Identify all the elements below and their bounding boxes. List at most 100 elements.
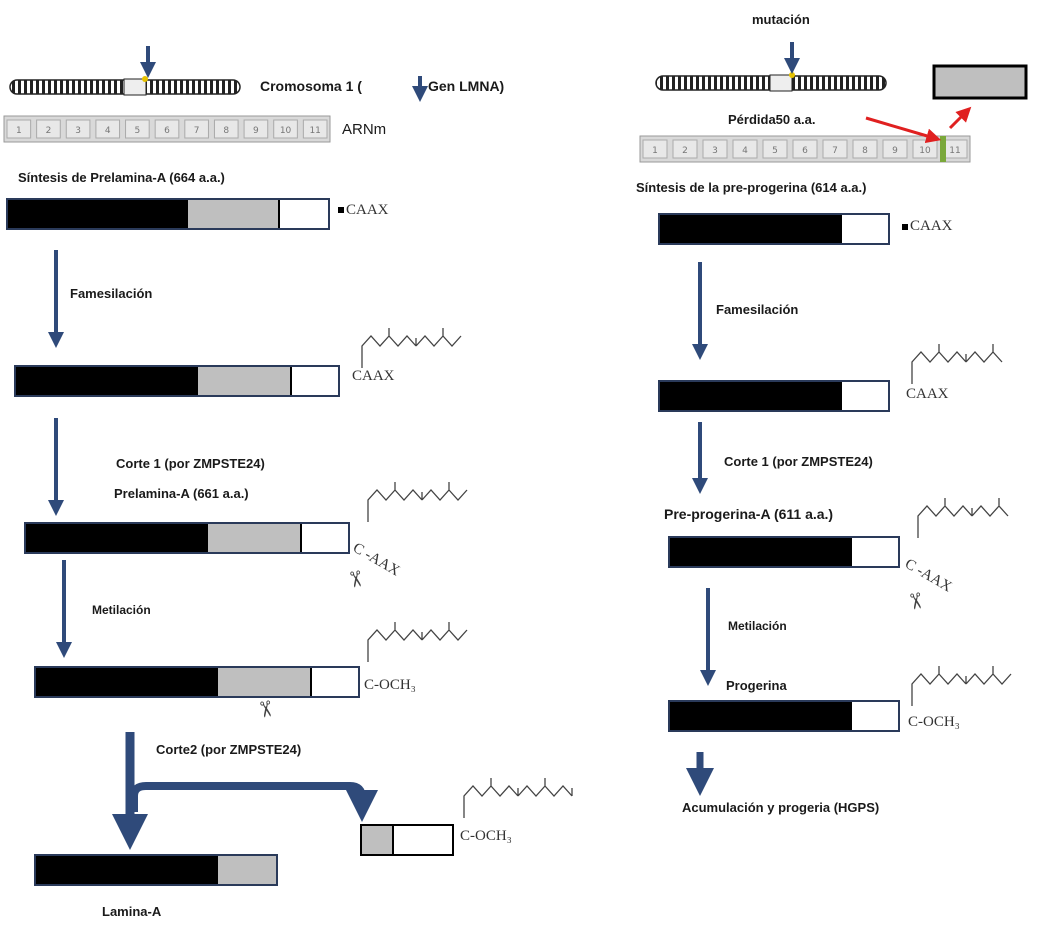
- segment-progerin-core: [670, 538, 850, 566]
- mrna-exon: [184, 119, 209, 139]
- synthesis-label-right: Síntesis de la pre-progerina (614 a.a.): [636, 180, 867, 195]
- mrna-exon-label: 10: [919, 146, 931, 156]
- mrna-exon-label: 8: [223, 126, 229, 136]
- protein-bar-cleaved-fragment: [360, 824, 454, 856]
- mrna-exon: [243, 119, 269, 139]
- protein-bar-cut1-right: [668, 536, 900, 568]
- protein-bar-methylated: [34, 666, 360, 698]
- chromosome-right: [655, 72, 887, 92]
- protein-bar-lamina-a: [34, 854, 278, 886]
- segment-lamin-core: [8, 200, 186, 228]
- segment-caax: [290, 367, 338, 395]
- final-product-right: Acumulación y progeria (HGPS): [682, 800, 880, 815]
- farnesyl-chain: [911, 666, 1012, 706]
- segment-progerin-core: [660, 382, 840, 410]
- scissors-icon: ✂: [251, 698, 279, 720]
- mrna-exon: [154, 119, 180, 139]
- protein-bar-cut1: [24, 522, 350, 554]
- segment-caax: [850, 702, 898, 730]
- mrna-exon: [213, 119, 239, 139]
- mrna-exon-label: 1: [652, 146, 658, 156]
- step-cut2-left: Corte2 (por ZMPSTE24): [156, 742, 302, 757]
- segment-caax: [840, 382, 888, 410]
- mrna-exon-label: 2: [46, 126, 52, 136]
- mrna-exon-label: 3: [712, 146, 718, 156]
- mrna-exon-label: 8: [862, 146, 868, 156]
- mrna-exon: [65, 119, 91, 139]
- mrna-exon: [672, 139, 698, 159]
- caax-label: CAAX: [906, 386, 949, 402]
- mrna-exon: [882, 139, 908, 159]
- caax-square-right: [902, 224, 908, 230]
- mrna-exon-label: 7: [194, 126, 200, 136]
- segment-caax: [392, 826, 452, 854]
- farnesyl-chain: [367, 482, 468, 522]
- protein-bar-farnesylated: [14, 365, 340, 397]
- methyl-ester-label: C-OCH₃: [908, 714, 960, 730]
- farnesyl-chain: [361, 328, 462, 368]
- mrna-exon-label: 6: [164, 126, 170, 136]
- step-cut1-right: Corte 1 (por ZMPSTE24): [724, 454, 873, 469]
- segment-progerin-core: [670, 702, 850, 730]
- mrna-exon-label: 10: [280, 126, 292, 136]
- segment-gray: [362, 826, 392, 854]
- mutation-label: mutación: [752, 12, 810, 27]
- segment-lamin-core: [36, 668, 216, 696]
- excision-red-arrow: [948, 106, 972, 130]
- segment-gray: [186, 200, 278, 228]
- segment-caax: [300, 524, 348, 552]
- mrna-exon-label: 9: [892, 146, 898, 156]
- caax-square-left: [338, 207, 344, 213]
- mrna-exon-label: 9: [253, 126, 259, 136]
- caax-label: CAAX: [346, 202, 389, 218]
- mrna-exon-label: 4: [105, 126, 111, 136]
- mrna-exon: [36, 119, 61, 139]
- product-cut1-left: Prelamina-A (661 a.a.): [114, 486, 249, 501]
- segment-lamin-core: [16, 367, 196, 395]
- segment-gray: [216, 856, 276, 884]
- chromosome-left: [9, 76, 241, 96]
- mrna-exon: [6, 119, 32, 139]
- mrna-exon: [702, 139, 728, 159]
- mrna-exon-label: 1: [16, 126, 22, 136]
- segment-progerin-core: [660, 215, 840, 243]
- step-farnesylation-left: Famesilación: [70, 286, 153, 301]
- mrna-exon-label: 4: [742, 146, 748, 156]
- farnesyl-chains: [361, 328, 1012, 818]
- mrna-exon: [125, 119, 150, 139]
- segment-lamin-core: [36, 856, 216, 884]
- synthesis-label-left: Síntesis de Prelamina-A (664 a.a.): [18, 170, 225, 185]
- mrna-exon: [792, 139, 818, 159]
- methyl-ester-label: C-OCH₃: [364, 677, 416, 693]
- mrna-exon-label: 2: [682, 146, 688, 156]
- farnesyl-chain: [463, 778, 573, 818]
- mrna-exon: [762, 139, 788, 159]
- farnesyl-chain: [367, 622, 468, 662]
- mrna-exon: [95, 119, 121, 139]
- scissors-icon: ✂: [341, 568, 369, 590]
- mrna-exon-label: 11: [949, 146, 960, 156]
- farnesyl-chain: [917, 498, 1009, 538]
- mutation-mark: [940, 136, 946, 162]
- chromosome-label: Cromosoma 1 (: [260, 78, 362, 94]
- methyl-ester-label: C-OCH₃: [460, 828, 512, 844]
- caax-label: CAAX: [910, 218, 953, 234]
- segment-caax: [850, 538, 898, 566]
- mrna-exon: [852, 139, 878, 159]
- segment-lamin-core: [26, 524, 206, 552]
- mrna-exon: [273, 119, 298, 139]
- protein-bar-pre-progerina: [658, 213, 890, 245]
- mrna-exon-label: 11: [309, 126, 320, 136]
- loss-label: Pérdida50 a.a.: [728, 112, 816, 127]
- step-methylation-left: Metilación: [92, 603, 151, 617]
- loss-red-arrow: [865, 116, 942, 144]
- segment-caax: [310, 668, 358, 696]
- farnesyl-chain: [911, 344, 1003, 384]
- product-cut1-right: Pre-progerina-A (611 a.a.): [664, 506, 834, 522]
- segment-caax: [278, 200, 328, 228]
- protein-bar-farnesylated-right: [658, 380, 890, 412]
